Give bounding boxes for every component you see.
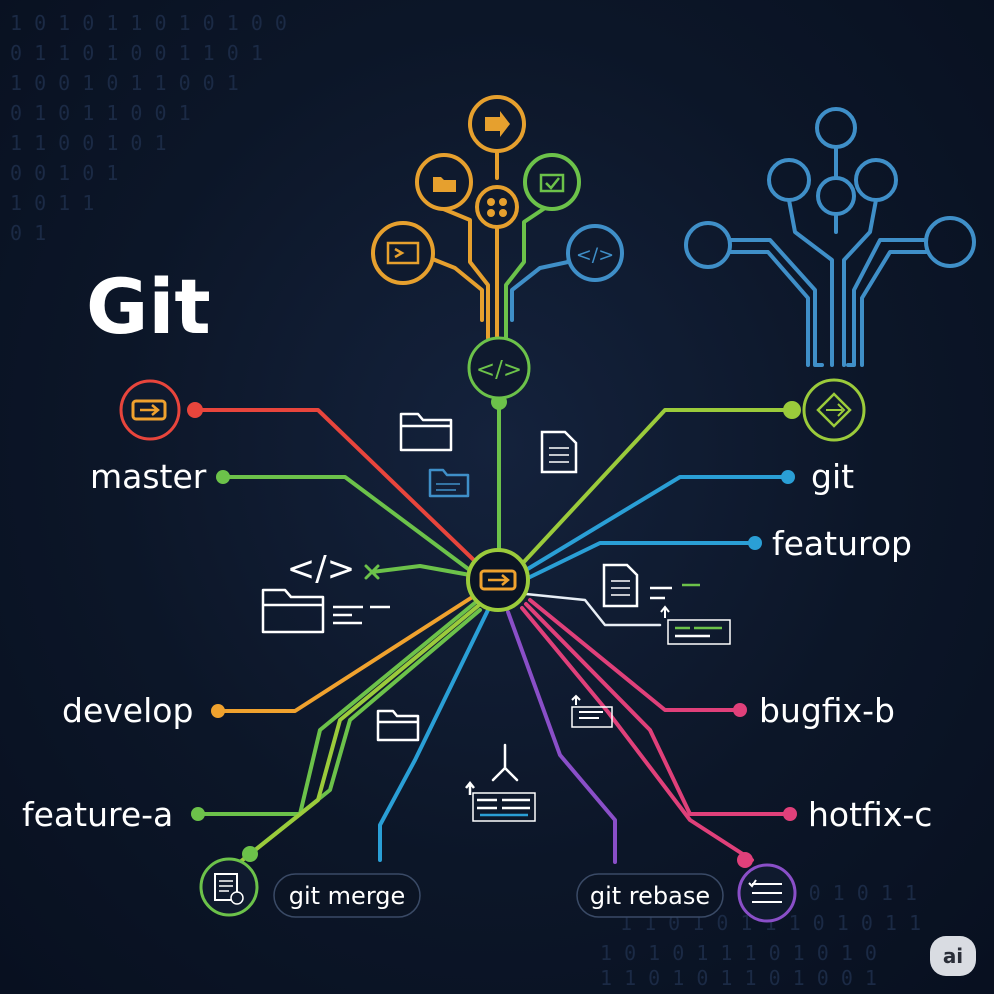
branch-label-bugfix-b: bugfix-b — [759, 691, 895, 730]
transfer-arrow — [524, 592, 662, 627]
svg-text:1 1 0 0 1 0 1: 1 1 0 0 1 0 1 — [10, 131, 167, 155]
code-icon: </> — [576, 244, 614, 266]
branch-line-rebase — [506, 610, 617, 864]
tree-icon — [684, 107, 976, 367]
terminal-icon — [386, 241, 420, 265]
branch-label-hotfix-c: hotfix-c — [808, 795, 932, 834]
branch-line-featurop — [526, 541, 757, 580]
document-node-icon — [199, 857, 259, 917]
branch-label-develop: develop — [62, 691, 193, 730]
branch-lines — [193, 398, 794, 872]
cross-icon — [487, 198, 507, 217]
branch-label-git: git — [811, 457, 854, 496]
branch-line-feature-a — [196, 600, 478, 816]
svg-text:1 0 1 0 1 1 1 0 1 0 1 0: 1 0 1 0 1 1 1 0 1 0 1 0 — [600, 941, 877, 965]
svg-text:1 1 0 1 0 1 1 0 1 0 0 1: 1 1 0 1 0 1 1 0 1 0 0 1 — [600, 966, 877, 990]
branch-line-merge — [378, 608, 490, 862]
branch-line-bugfix-b — [528, 598, 742, 712]
svg-text:1 0 0 1 0 1 1 0 0 1: 1 0 0 1 0 1 1 0 0 1 — [10, 71, 239, 95]
svg-text:0 1 1 0 1 0 0 1 1 0 1: 0 1 1 0 1 0 0 1 1 0 1 — [10, 41, 263, 65]
hub-icon — [466, 548, 530, 612]
folder-icon — [433, 177, 456, 192]
binary-background: 1 0 1 0 1 1 0 1 0 1 0 0 0 1 1 0 1 0 0 1 … — [10, 11, 921, 990]
svg-text:0 1 0 1 1 0 0 1: 0 1 0 1 1 0 0 1 — [10, 101, 191, 125]
tree-node-icons: </> — [386, 111, 614, 266]
diagram-title: Git — [86, 262, 211, 351]
branch-line-master-red — [193, 408, 482, 568]
svg-text:0 1: 0 1 — [10, 221, 46, 245]
merge-arrow-icon — [491, 743, 519, 782]
lines-icon — [333, 605, 390, 625]
git-rebase-pill: git rebase — [576, 873, 724, 918]
checklist-icon — [737, 863, 797, 923]
document-icon — [540, 430, 578, 474]
git-logo-icon — [802, 378, 866, 442]
code-node: </> — [467, 336, 531, 400]
checklist-icon — [571, 694, 613, 728]
ai-badge-label: ai — [943, 944, 963, 968]
branch-line-git — [524, 475, 790, 572]
branch-label-master: master — [90, 457, 207, 496]
git-node-icon — [119, 379, 181, 441]
svg-text:1 0 1 1: 1 0 1 1 — [10, 191, 94, 215]
git-merge-label: git merge — [289, 882, 406, 910]
folder-icon — [428, 468, 470, 498]
branch-line-develop — [216, 594, 476, 713]
cross-icon — [364, 564, 380, 580]
checkbox-icon — [539, 173, 565, 193]
git-merge-pill: git merge — [273, 873, 421, 918]
merge-arrow — [370, 564, 472, 577]
branch-label-featurop: featurop — [772, 524, 912, 563]
svg-text:1 0 1 0 1 1 0 1 0 1 0 0: 1 0 1 0 1 1 0 1 0 1 0 0 — [10, 11, 287, 35]
code-icon: </> — [287, 549, 355, 589]
branch-line-hotfix-2 — [520, 606, 754, 862]
folder-icon — [376, 709, 420, 742]
commit-tree-icon — [371, 95, 624, 340]
document-icon — [602, 563, 639, 608]
branch-line-feature-a-3 — [228, 604, 480, 872]
branch-line-feature-a-2 — [248, 608, 482, 856]
branch-line-hotfix-c — [524, 602, 792, 816]
svg-text:</>: </> — [287, 549, 355, 589]
svg-text:0 0 1 0 1: 0 0 1 0 1 — [10, 161, 118, 185]
transfer-icon — [465, 780, 536, 822]
transfer-icon — [650, 583, 731, 645]
branch-label-feature-a: feature-a — [22, 795, 173, 834]
arrow-right-icon — [485, 111, 510, 137]
code-icon: </> — [476, 357, 522, 383]
folder-icon — [399, 412, 453, 452]
branch-line-git-lime — [520, 408, 794, 566]
branch-line-master — [221, 475, 477, 576]
badge-icon: ai — [930, 936, 976, 976]
git-rebase-label: git rebase — [590, 882, 710, 910]
folder-icon — [261, 588, 325, 634]
